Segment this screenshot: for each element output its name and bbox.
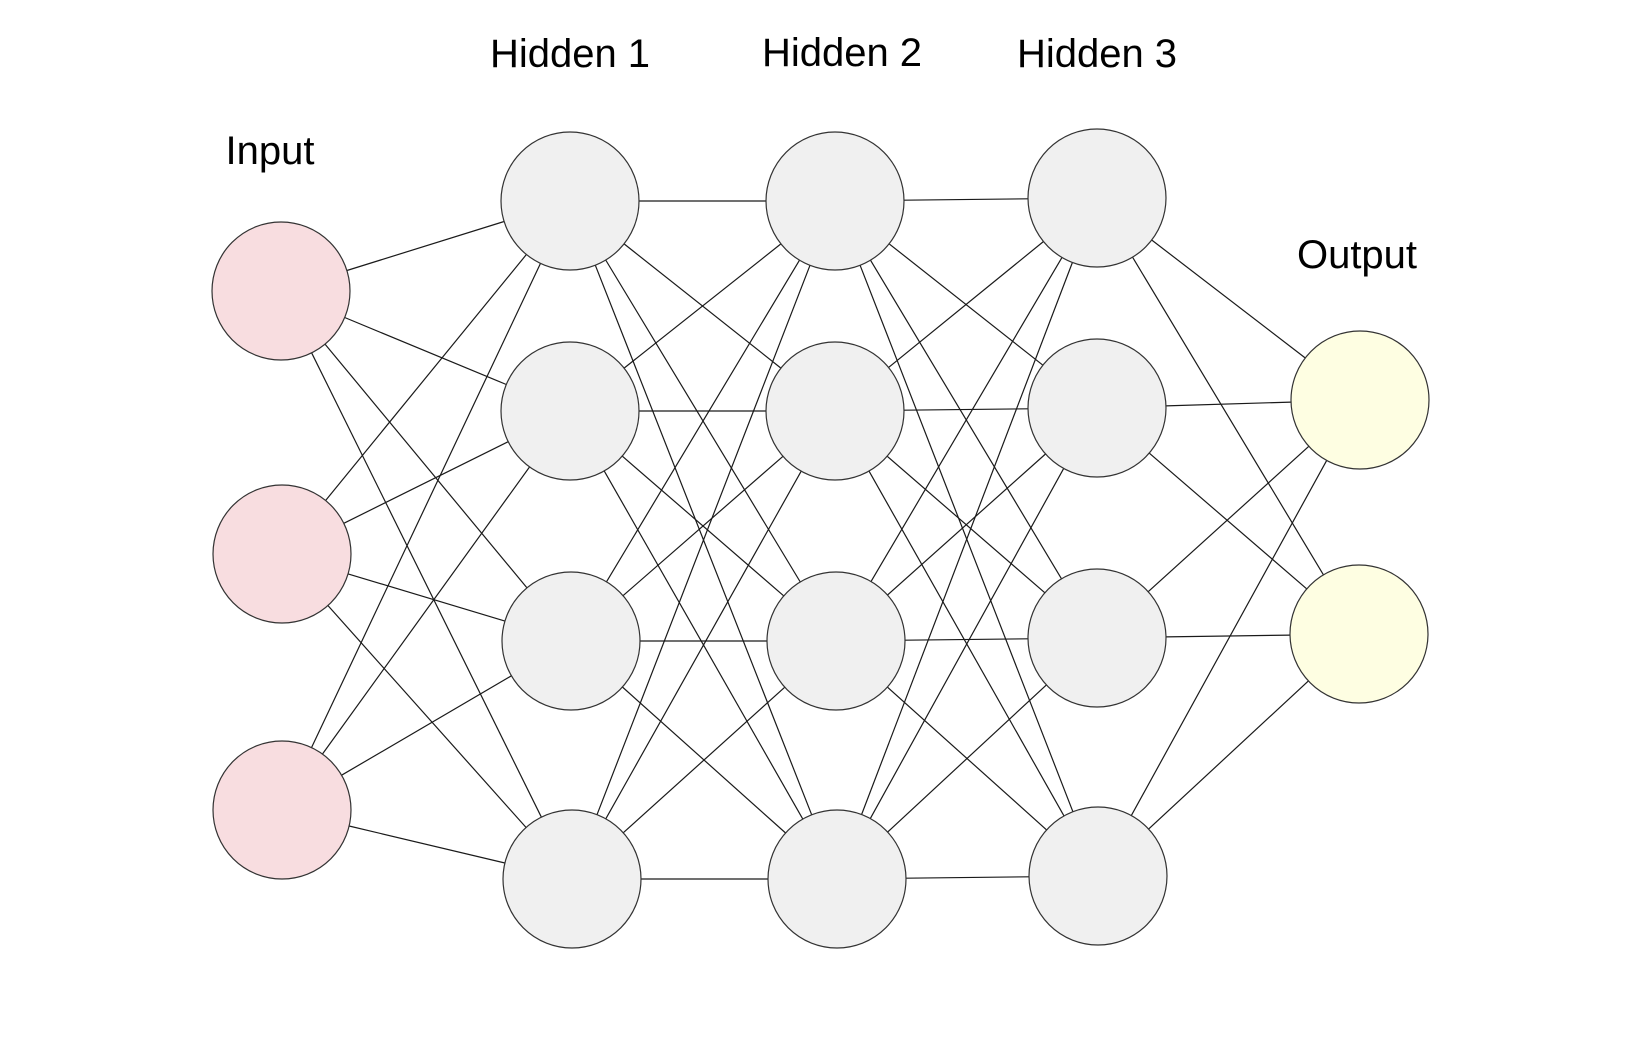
edge-hidden1-4-to-hidden2-3 [622,686,786,834]
edge-input-3-to-hidden1-3 [341,675,512,776]
layer-label-hidden3: Hidden 3 [1017,32,1177,76]
edge-hidden2-4-to-hidden3-3 [887,684,1047,833]
edge-hidden2-2-to-hidden3-2 [903,408,1029,411]
neuron-output-2 [1289,564,1429,704]
edge-input-2-to-hidden1-3 [347,573,506,622]
neuron-hidden2-2 [765,341,905,481]
edge-hidden3-2-to-output-1 [1165,401,1292,407]
edge-hidden3-3-to-output-2 [1165,634,1291,638]
edge-input-3-to-hidden1-1 [310,263,542,748]
edge-input-3-to-hidden1-2 [321,466,531,755]
edge-input-1-to-hidden1-4 [311,352,542,818]
edge-hidden1-4-to-hidden2-2 [605,470,802,820]
edge-hidden3-3-to-output-1 [1147,445,1310,593]
edge-input-3-to-hidden1-4 [348,825,506,864]
edge-hidden3-2-to-output-2 [1148,452,1308,590]
neuron-nodes [211,128,1430,949]
edge-input-2-to-hidden1-4 [327,605,527,828]
neuron-hidden1-2 [500,341,640,481]
edge-hidden2-3-to-hidden3-2 [887,453,1046,596]
neuron-input-1 [211,221,351,361]
edge-input-1-to-hidden1-1 [346,220,505,272]
edge-hidden1-2-to-hidden2-1 [623,243,782,369]
neuron-hidden3-3 [1027,568,1167,708]
edge-hidden2-4-to-hidden3-2 [869,468,1065,819]
neuron-input-3 [212,740,352,880]
edge-hidden3-1-to-output-2 [1131,256,1325,576]
edge-hidden2-4-to-hidden3-1 [861,262,1073,815]
edge-input-1-to-hidden1-3 [324,343,528,589]
neuron-hidden2-1 [765,131,905,271]
layer-label-output: Output [1297,233,1417,277]
neuron-hidden3-1 [1027,128,1167,268]
edge-hidden2-2-to-hidden3-1 [888,241,1044,368]
layer-label-hidden1: Hidden 1 [490,32,650,76]
layer-label-input: Input [226,129,315,173]
edge-hidden2-4-to-hidden3-4 [905,876,1030,879]
neuron-output-1 [1290,330,1430,470]
edge-hidden2-3-to-hidden3-3 [904,638,1029,641]
connection-edges [310,198,1328,880]
neuron-hidden3-4 [1028,806,1168,946]
edge-input-1-to-hidden1-2 [344,316,507,386]
edge-hidden3-4-to-output-1 [1130,460,1328,816]
edge-hidden3-4-to-output-2 [1148,680,1309,830]
edge-hidden1-3-to-hidden2-2 [622,455,784,597]
edge-hidden1-3-to-hidden2-1 [605,259,801,583]
neuron-hidden3-2 [1027,338,1167,478]
layer-label-hidden2: Hidden 2 [762,31,922,75]
neuron-hidden2-4 [767,809,907,949]
neuron-hidden1-3 [501,571,641,711]
edge-input-2-to-hidden1-2 [343,441,509,524]
neuron-hidden1-4 [502,809,642,949]
neuron-hidden2-3 [766,571,906,711]
edge-input-2-to-hidden1-1 [325,254,527,501]
edge-hidden3-1-to-output-1 [1151,239,1306,359]
neuron-hidden1-1 [500,131,640,271]
edge-hidden1-4-to-hidden2-1 [596,265,811,815]
edge-hidden2-1-to-hidden3-1 [903,198,1029,201]
neuron-input-2 [212,484,352,624]
edge-hidden2-3-to-hidden3-1 [870,257,1063,582]
